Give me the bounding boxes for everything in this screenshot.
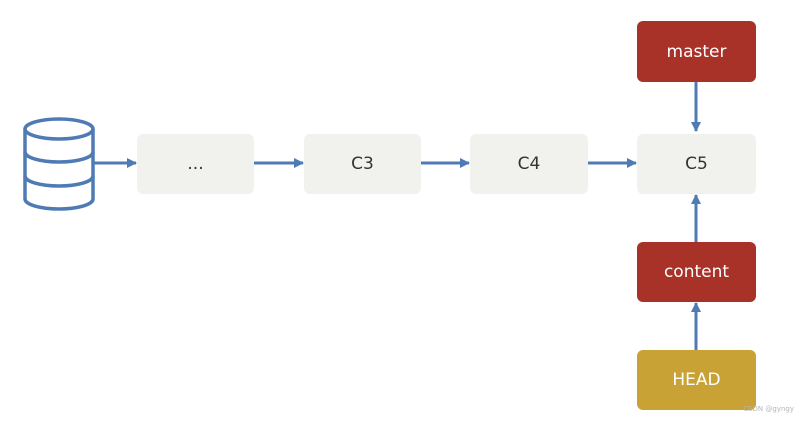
head-pointer: HEAD (637, 350, 756, 410)
commit-c5: C5 (637, 134, 756, 194)
watermark: CSDN @gyngy (743, 405, 794, 413)
branch-master: master (637, 21, 756, 82)
commit-c4: C4 (470, 134, 588, 194)
branch-content: content (637, 242, 756, 302)
commit-ellipsis: ... (137, 134, 254, 194)
commit-c3: C3 (304, 134, 421, 194)
database-icon (23, 117, 95, 211)
